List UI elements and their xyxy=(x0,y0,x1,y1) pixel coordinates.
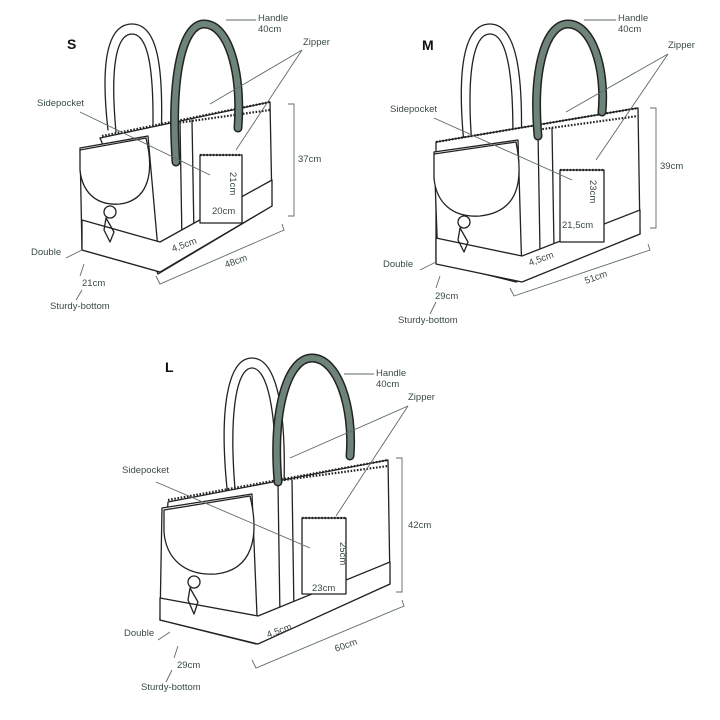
handle-length-m: 40cm xyxy=(618,24,641,35)
pocket-width-l: 23cm xyxy=(312,583,335,594)
clip-hook xyxy=(187,587,199,615)
clip-ring xyxy=(103,205,117,219)
clip-hook xyxy=(103,217,115,243)
double-label-l: Double xyxy=(124,628,154,639)
clip-ring xyxy=(457,215,471,229)
back-handle xyxy=(460,23,523,173)
side-pocket-flap xyxy=(79,137,151,205)
clip-ring xyxy=(187,575,201,589)
double-label-m: Double xyxy=(383,259,413,270)
clip-hook xyxy=(457,227,469,253)
handle-label-m: Handle xyxy=(618,13,648,24)
double-label-s: Double xyxy=(31,247,61,258)
height-label-m: 39cm xyxy=(660,161,683,172)
bottom-width-m: 29cm xyxy=(435,291,458,302)
sturdy-bottom-band xyxy=(159,561,391,645)
height-label-s: 37cm xyxy=(298,154,321,165)
bag-l-drawing xyxy=(159,353,391,645)
front-pocket xyxy=(301,517,347,595)
sidepocket-label-s: Sidepocket xyxy=(37,98,84,109)
pocket-width-m: 21,5cm xyxy=(562,220,593,231)
height-label-l: 42cm xyxy=(408,520,431,531)
bag-m-drawing xyxy=(433,19,641,283)
bottom-label-l: Sturdy-bottom xyxy=(141,682,201,693)
zipper-label-m: Zipper xyxy=(668,40,695,51)
size-l-label: L xyxy=(165,359,174,375)
sturdy-bottom-band xyxy=(435,209,641,283)
side-pocket-flap xyxy=(433,141,520,217)
bag-s-drawing xyxy=(79,19,273,275)
handle-length-s: 40cm xyxy=(258,24,281,35)
handle-label-l: Handle xyxy=(376,368,406,379)
pocket-height-s: 21cm xyxy=(227,172,238,195)
handle-length-l: 40cm xyxy=(376,379,399,390)
bottom-width-l: 29cm xyxy=(177,660,200,671)
size-m-label: M xyxy=(422,37,434,53)
pocket-height-l: 25cm xyxy=(337,542,348,565)
pocket-width-s: 20cm xyxy=(212,206,235,217)
bottom-width-s: 21cm xyxy=(82,278,105,289)
sidepocket-label-m: Sidepocket xyxy=(390,104,437,115)
front-pocket xyxy=(559,169,605,243)
zipper-line xyxy=(167,458,389,502)
back-handle xyxy=(104,23,163,161)
bottom-label-s: Sturdy-bottom xyxy=(50,301,110,312)
front-pocket xyxy=(199,154,243,224)
zipper-label-l: Zipper xyxy=(408,392,435,403)
pocket-height-m: 23cm xyxy=(587,180,598,203)
back-handle xyxy=(223,357,285,525)
handle-label-s: Handle xyxy=(258,13,288,24)
sidepocket-label-l: Sidepocket xyxy=(122,465,169,476)
size-s-label: S xyxy=(67,36,76,52)
bottom-label-m: Sturdy-bottom xyxy=(398,315,458,326)
length-label-l: 60cm xyxy=(333,637,359,655)
zipper-label-s: Zipper xyxy=(303,37,330,48)
side-pocket-flap xyxy=(163,495,255,575)
